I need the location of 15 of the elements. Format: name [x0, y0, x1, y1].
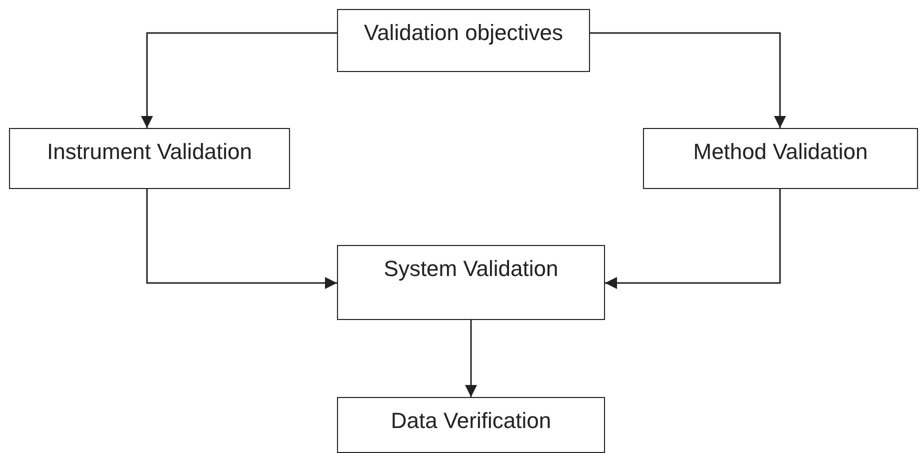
box-label: Method Validation [693, 139, 868, 164]
box-label: Data Verification [390, 408, 552, 433]
box-label: System Validation [384, 256, 558, 281]
box-label: Validation objectives [364, 20, 563, 45]
arrow [146, 189, 337, 289]
arrow [590, 32, 786, 128]
process-box [9, 128, 290, 189]
box-label: Instrument Validation [46, 139, 252, 164]
process-box [643, 128, 918, 189]
process-box [337, 245, 605, 320]
process-box [337, 397, 605, 453]
process-box [337, 9, 590, 72]
arrow [465, 320, 477, 397]
arrow [605, 189, 781, 289]
arrow [141, 32, 337, 128]
